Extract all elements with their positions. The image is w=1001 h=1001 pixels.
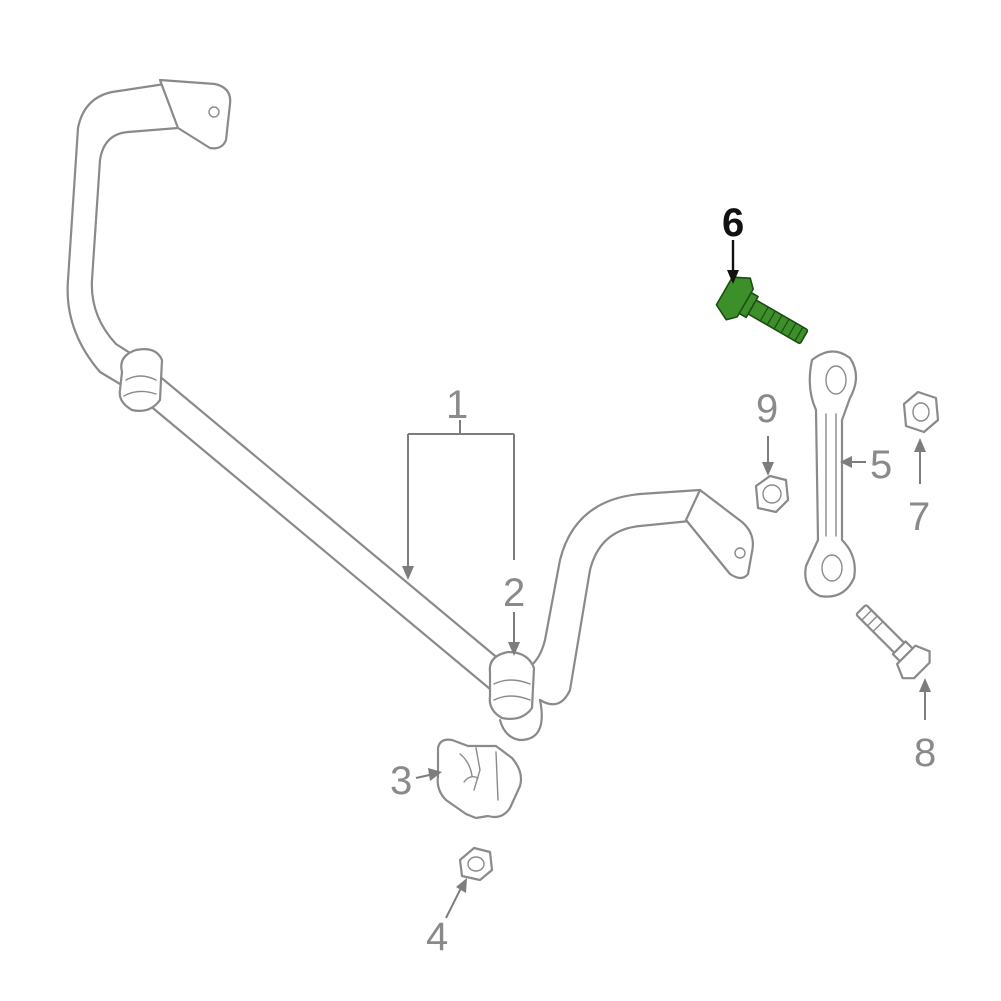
callout-label-1: 1 <box>446 383 468 427</box>
link-bolt-highlighted <box>715 276 809 344</box>
callout-label-7: 7 <box>908 495 930 539</box>
callout-label-9: 9 <box>756 387 778 431</box>
callout-7-arrow <box>914 438 926 484</box>
link-nut <box>754 474 790 514</box>
callout-5-arrow <box>840 456 866 468</box>
stabilizer-bar <box>66 78 754 742</box>
link-top-nut <box>902 390 940 434</box>
callout-4-arrow <box>445 878 467 919</box>
callout-label-4: 4 <box>426 915 448 959</box>
callout-9-arrow <box>762 436 774 476</box>
callout-label-2: 2 <box>503 571 525 615</box>
clamp-nut <box>458 846 494 882</box>
stabilizer-link <box>804 350 858 598</box>
link-lower-bolt <box>855 604 931 680</box>
bushing <box>488 650 536 720</box>
bushing-clamp <box>436 738 523 820</box>
callout-label-3: 3 <box>390 759 412 803</box>
callout-2-arrow <box>508 612 520 656</box>
callout-label-5: 5 <box>870 443 892 487</box>
callout-6-arrow <box>727 240 739 284</box>
callout-label-6: 6 <box>722 201 744 245</box>
callout-8-arrow <box>919 678 931 720</box>
callout-3-arrow <box>415 768 442 781</box>
callout-label-8: 8 <box>914 731 936 775</box>
callout-1-bracket <box>402 420 515 580</box>
